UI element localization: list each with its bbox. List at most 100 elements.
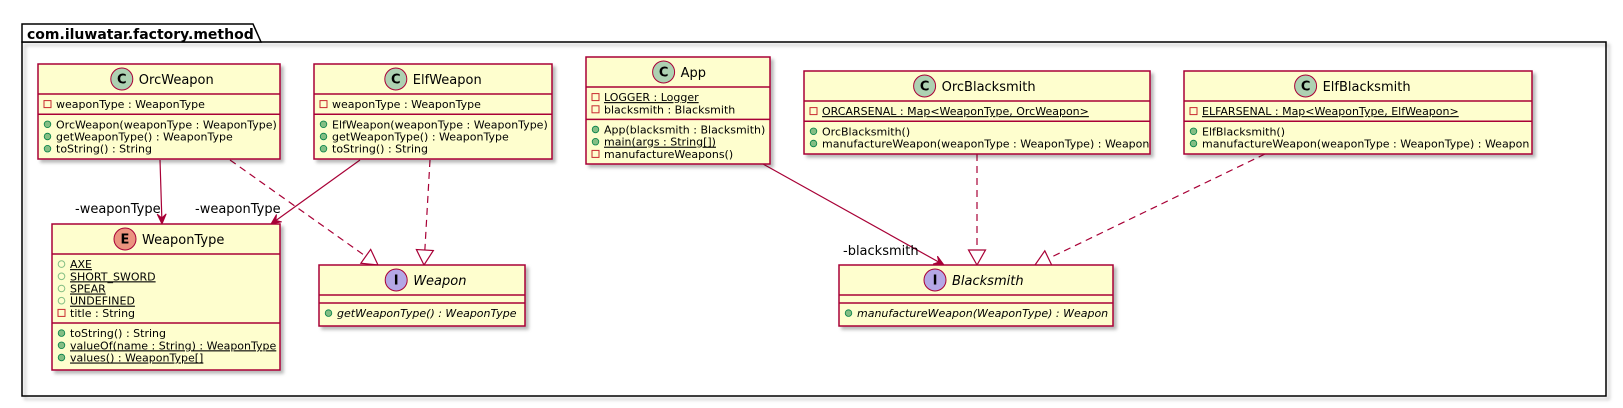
elf-blacksmith-field: ELFARSENAL : Map<WeaponType, ElfWeapon>	[1202, 105, 1459, 118]
app-class-name: App	[681, 66, 706, 81]
app-method-2-private-marker-icon	[591, 149, 600, 158]
relationships	[156, 153, 1266, 267]
weapon-type-method-2-public-marker-icon	[57, 353, 66, 362]
orc-blacksmith-method-1-public-marker-icon	[809, 139, 818, 148]
orc-blacksmith-stereotype-letter: C	[920, 80, 930, 95]
elf-weapon-to-weapon-type-role-label: -weaponType	[195, 202, 281, 217]
weapon-type-method: toString() : String	[70, 327, 166, 340]
orc-weapon-box-outline	[37, 63, 281, 160]
elf-blacksmith-method-0-public-marker-icon	[1189, 127, 1198, 135]
elf-blacksmith-to-blacksmith-realization-line	[1048, 153, 1266, 260]
orc-weapon-field-0-private-marker-icon	[43, 100, 52, 109]
elf-blacksmith-method-1-public-marker-icon	[1189, 139, 1198, 148]
weapon-type-method: values() : WeaponType[]	[70, 352, 203, 365]
elf-blacksmith-method: manufactureWeapon(weaponType : WeaponTyp…	[1202, 138, 1529, 151]
elf-weapon-stereotype-letter: C	[391, 73, 401, 88]
blacksmith-stereotype-icon	[923, 268, 947, 292]
blacksmith-class-name: Blacksmith	[952, 274, 1024, 289]
orc-blacksmith-class-name: OrcBlacksmith	[942, 80, 1036, 95]
weapon-type-stereotype-letter: E	[121, 233, 130, 248]
elf-weapon-method: getWeaponType() : WeaponType	[332, 131, 509, 144]
orc-weapon-method-1-public-marker-icon	[43, 132, 52, 141]
app-to-blacksmith-role-label: -blacksmith	[843, 244, 919, 259]
weapon-type-method-1-public-marker-icon	[57, 341, 66, 349]
app-method-1-public-marker-icon	[591, 137, 600, 146]
weapon-type-field-1-public-marker-icon	[57, 272, 66, 281]
orc-blacksmith-field-0-private-marker-icon	[809, 107, 818, 116]
orc-weapon-method-0-public-marker-icon	[43, 120, 52, 128]
weapon-class-name: Weapon	[413, 274, 466, 289]
elf-weapon-field-0-private-marker-icon	[319, 100, 328, 109]
weapon-stereotype-letter: I	[394, 274, 399, 289]
blacksmith-stereotype-letter: I	[933, 274, 938, 289]
orc-blacksmith-to-blacksmith-hollow-arrowhead	[967, 249, 987, 267]
orc-weapon-method-2-public-marker-icon	[43, 144, 52, 153]
blacksmith-class-box[interactable]: I Blacksmith manufactureWeapon(WeaponType)…	[838, 264, 1114, 327]
orc-weapon-stereotype-icon	[110, 67, 134, 91]
elf-weapon-box-outline	[313, 63, 553, 160]
weapon-type-box-outline	[51, 223, 281, 371]
elf-weapon-method: toString() : String	[332, 143, 428, 156]
weapon-type-field-4-private-marker-icon	[57, 308, 66, 317]
classes: C OrcWeapon weaponType : WeaponTypeOrcWeap…	[37, 56, 1533, 371]
orc-weapon-to-weapon-type-arrowhead	[156, 213, 167, 226]
elf-weapon-stereotype-icon	[384, 67, 408, 91]
package-name: com.iluwatar.factory.method	[27, 27, 254, 43]
app-method: main(args : String[])	[604, 136, 716, 149]
orc-weapon-class-box[interactable]: C OrcWeapon weaponType : WeaponTypeOrcWeap…	[37, 63, 281, 160]
app-field-0-private-marker-icon	[591, 93, 600, 102]
weapon-type-stereotype-icon	[113, 227, 137, 251]
elf-weapon-to-weapon-hollow-arrowhead	[415, 248, 435, 267]
weapon-type-field-3-public-marker-icon	[57, 296, 66, 305]
orc-blacksmith-box-outline	[803, 70, 1151, 155]
weapon-method: getWeaponType() : WeaponType	[337, 307, 517, 320]
weapon-stereotype-icon	[384, 268, 408, 292]
elf-blacksmith-method: ElfBlacksmith()	[1202, 125, 1285, 138]
package-frame: com.iluwatar.factory.method	[21, 23, 1607, 397]
app-field: LOGGER : Logger	[604, 91, 699, 104]
app-method: App(blacksmith : Blacksmith)	[604, 124, 765, 137]
app-box-outline	[585, 56, 771, 165]
weapon-type-class-name: WeaponType	[142, 233, 224, 248]
orc-weapon-field: weaponType : WeaponType	[56, 98, 205, 111]
orc-weapon-class-name: OrcWeapon	[139, 73, 214, 88]
app-method-0-public-marker-icon	[591, 125, 600, 134]
app-method: manufactureWeapons()	[604, 148, 733, 161]
orc-weapon-to-weapon-type-role-label: -weaponType	[75, 202, 161, 217]
orc-weapon-method: OrcWeapon(weaponType : WeaponType)	[56, 118, 277, 131]
orc-blacksmith-method-0-public-marker-icon	[809, 127, 818, 135]
app-field-1-private-marker-icon	[591, 105, 600, 114]
orc-weapon-stereotype-letter: C	[117, 73, 127, 88]
elf-weapon-method: ElfWeapon(weaponType : WeaponType)	[332, 118, 548, 131]
elf-blacksmith-field-0-private-marker-icon	[1189, 107, 1198, 116]
weapon-type-method-0-public-marker-icon	[57, 329, 66, 337]
orc-blacksmith-method: manufactureWeapon(weaponType : WeaponTyp…	[822, 138, 1149, 151]
weapon-type-field: SHORT_SWORD	[70, 270, 156, 283]
orc-weapon-to-weapon-hollow-arrowhead	[359, 248, 379, 266]
app-field: blacksmith : Blacksmith	[604, 103, 735, 116]
elf-weapon-to-weapon-type-association-line	[272, 159, 361, 224]
elf-blacksmith-stereotype-letter: C	[1301, 80, 1311, 95]
orc-weapon-method: getWeaponType() : WeaponType	[56, 131, 233, 144]
elf-blacksmith-to-blacksmith-hollow-arrowhead	[1033, 249, 1054, 267]
elf-weapon-to-weapon-type-arrowhead	[270, 214, 282, 225]
orc-weapon-method: toString() : String	[56, 143, 152, 156]
weapon-type-field-2-public-marker-icon	[57, 284, 66, 293]
app-to-blacksmith-association-line	[762, 163, 943, 265]
elf-blacksmith-class-name: ElfBlacksmith	[1323, 80, 1411, 95]
weapon-class-box[interactable]: I Weapon getWeaponType() : WeaponType	[318, 264, 526, 327]
weapon-type-method: valueOf(name : String) : WeaponType	[70, 339, 277, 352]
weapon-type-field: UNDEFINED	[70, 295, 135, 308]
elf-weapon-method-0-public-marker-icon	[319, 120, 328, 128]
elf-weapon-field: weaponType : WeaponType	[332, 98, 481, 111]
weapon-type-field-0-public-marker-icon	[57, 260, 66, 268]
orc-blacksmith-field: ORCARSENAL : Map<WeaponType, OrcWeapon>	[822, 105, 1089, 118]
blacksmith-method: manufactureWeapon(WeaponType) : Weapon	[857, 307, 1108, 320]
elf-weapon-method-1-public-marker-icon	[319, 132, 328, 141]
